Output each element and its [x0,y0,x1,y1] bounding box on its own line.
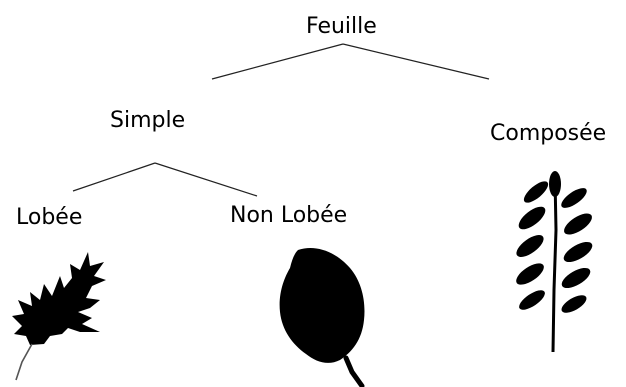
node-label-lobed: Lobée [16,205,83,230]
edge-root-to-simple [211,43,344,80]
leaflet-left-2 [518,206,546,230]
oak-leaf-blade [12,252,106,345]
leaflet-terminal [549,171,561,197]
leaflet-right-3 [563,241,593,263]
leaflet-left-5 [519,290,545,310]
edge-simple-to-lobed [72,162,156,192]
node-label-unlobed: Non Lobée [230,203,348,228]
beech-leaf-icon [279,248,365,387]
leaflet-left-1 [523,181,549,203]
leaflet-right-5 [561,295,587,313]
edge-root-to-compound [342,43,490,80]
beech-leaf-stem [343,355,365,387]
edge-simple-to-unlobed [154,162,258,197]
compound-leaf-icon [516,171,593,353]
node-label-leaf: Feuille [306,14,377,39]
leaflet-left-4 [516,263,544,285]
node-label-simple: Simple [110,108,186,133]
compound-leaf-rachis [551,177,558,353]
node-label-compound: Composée [490,121,607,146]
leaflet-right-2 [564,213,592,235]
leaflet-right-1 [561,188,587,208]
leaflet-left-3 [516,235,544,257]
oak-leaf-stem [15,343,33,381]
beech-leaf-blade [279,248,365,363]
oak-leaf-icon [12,252,106,381]
leaflet-right-4 [561,267,591,289]
